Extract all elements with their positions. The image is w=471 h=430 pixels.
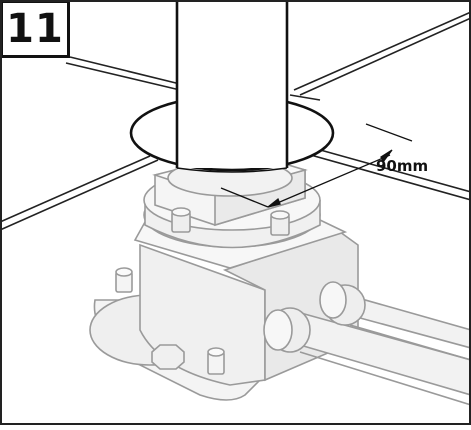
dimension-label: 90mm [376,157,429,175]
floor-tile-lines [0,11,471,231]
dimension-lines [220,123,413,208]
step-number: 11 [6,6,64,52]
step-number-box: 11 [0,0,70,58]
vertical-pipe [175,0,289,173]
valve-assembly-ghost [89,151,471,406]
